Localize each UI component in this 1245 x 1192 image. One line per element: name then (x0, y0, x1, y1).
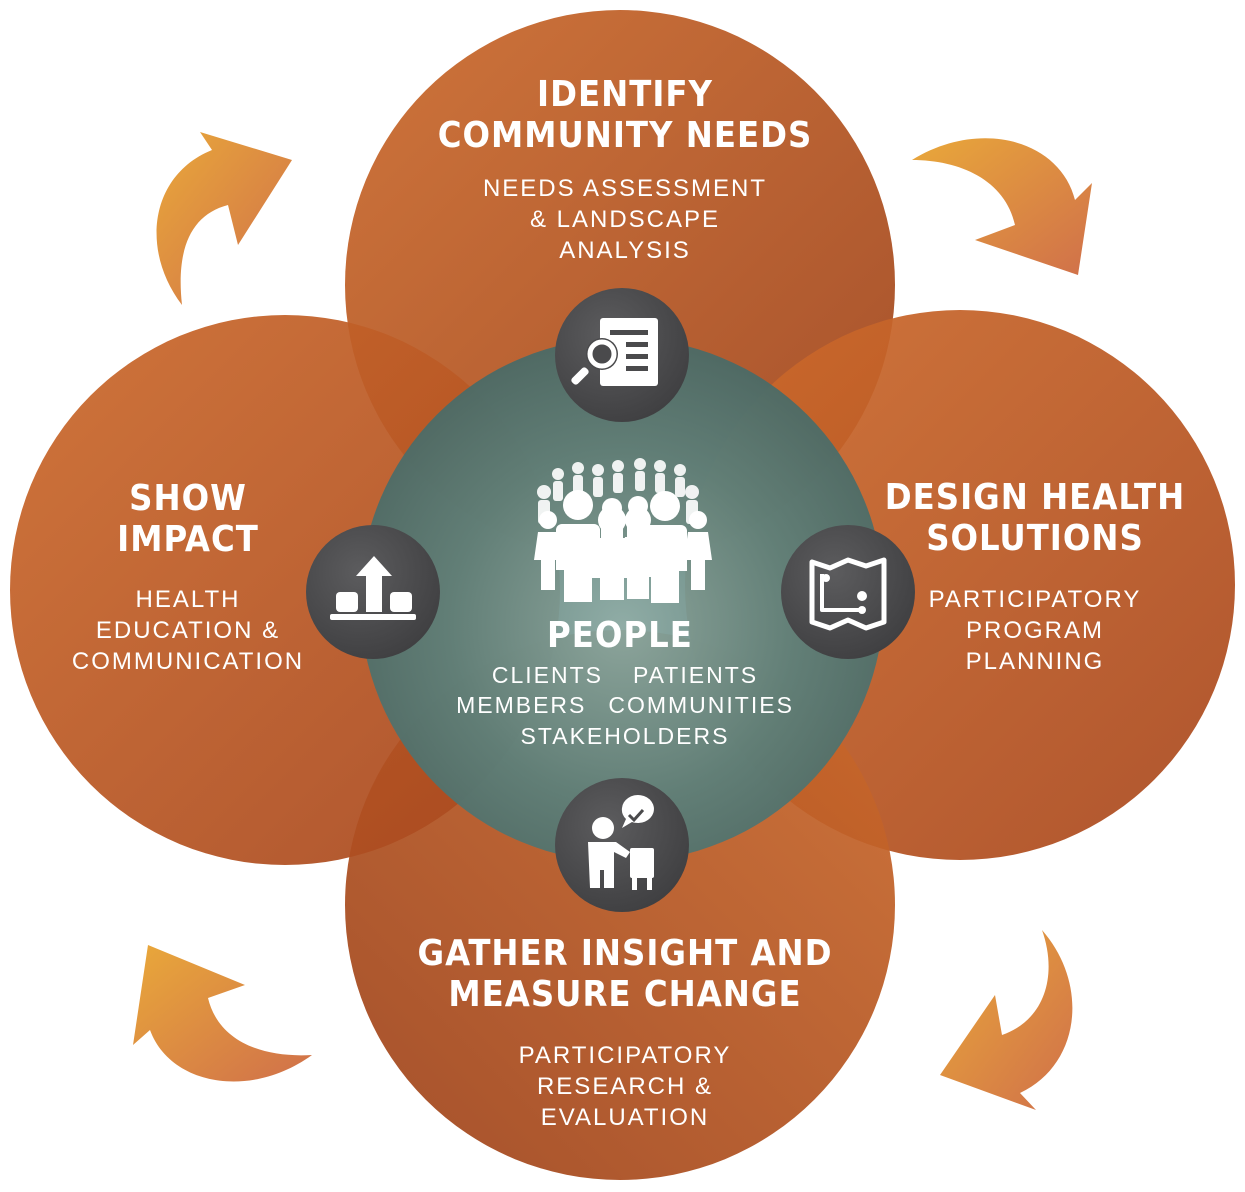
design-sub-line: PARTICIPATORY (928, 586, 1142, 613)
show-title: SHOW IMPACT (88, 478, 288, 561)
design-sub-line: PROGRAM (965, 617, 1104, 645)
people-group-item: CLIENTS (491, 662, 604, 688)
badge-design (781, 525, 915, 659)
arrow-bottom-left (133, 945, 312, 1082)
identify-title-line: COMMUNITY NEEDS (437, 115, 813, 157)
badge-gather (555, 778, 689, 912)
people-group-item: STAKEHOLDERS (520, 722, 730, 749)
badge-identify (555, 288, 689, 422)
people-title: PEOPLE (547, 615, 693, 656)
people-group-item: MEMBERS (456, 692, 587, 719)
people-group-item: COMMUNITIES (608, 692, 794, 719)
show-title-line: IMPACT (117, 519, 259, 561)
identify-subtitle: NEEDS ASSESSMENT & LANDSCAPE ANALYSIS (425, 173, 825, 267)
show-sub-line: COMMUNICATION (71, 648, 305, 676)
gather-title-line: GATHER INSIGHT AND (417, 933, 833, 974)
gather-sub-line: EVALUATION (540, 1104, 710, 1132)
design-title-line: DESIGN HEALTH (884, 477, 1186, 518)
show-title-line: SHOW (129, 478, 247, 519)
plan-map-icon (809, 557, 887, 631)
arrow-top-right (912, 138, 1092, 275)
people-row-3: STAKEHOLDERS (440, 721, 810, 751)
show-subtitle: HEALTH EDUCATION & COMMUNICATION (58, 584, 318, 678)
gather-title-line: MEASURE CHANGE (448, 974, 802, 1016)
people-row-1: CLIENTS PATIENTS (440, 660, 810, 690)
gather-sub-line: RESEARCH & (536, 1073, 714, 1101)
design-sub-line: PLANNING (965, 648, 1105, 676)
people-group-item: PATIENTS (633, 662, 759, 688)
arrow-top-left (156, 132, 292, 305)
people-row-2: MEMBERS COMMUNITIES (440, 690, 810, 720)
presenter-check-icon (588, 795, 654, 890)
people-crowd-icon (534, 458, 712, 603)
identify-title: IDENTIFY COMMUNITY NEEDS (420, 74, 830, 157)
design-title-line: SOLUTIONS (926, 518, 1144, 560)
show-sub-line: HEALTH (135, 586, 241, 613)
gather-subtitle: PARTICIPATORY RESEARCH & EVALUATION (495, 1040, 755, 1134)
identify-sub-line: & LANDSCAPE (529, 206, 721, 234)
show-sub-line: EDUCATION & (95, 617, 281, 645)
identify-title-line: IDENTIFY (537, 74, 713, 115)
design-subtitle: PARTICIPATORY PROGRAM PLANNING (905, 584, 1165, 678)
arrow-bottom-right (940, 930, 1073, 1110)
gather-title: GATHER INSIGHT AND MEASURE CHANGE (380, 933, 870, 1016)
people-groups: CLIENTS PATIENTS MEMBERS COMMUNITIES STAKE… (440, 660, 810, 751)
gather-sub-line: PARTICIPATORY (518, 1042, 732, 1069)
identify-sub-line: NEEDS ASSESSMENT (482, 175, 768, 202)
identify-sub-line: ANALYSIS (559, 237, 691, 265)
podium-arrow-up-icon (330, 556, 416, 620)
badge-show (306, 525, 440, 659)
design-title: DESIGN HEALTH SOLUTIONS (880, 477, 1190, 560)
document-search-icon (571, 318, 658, 386)
